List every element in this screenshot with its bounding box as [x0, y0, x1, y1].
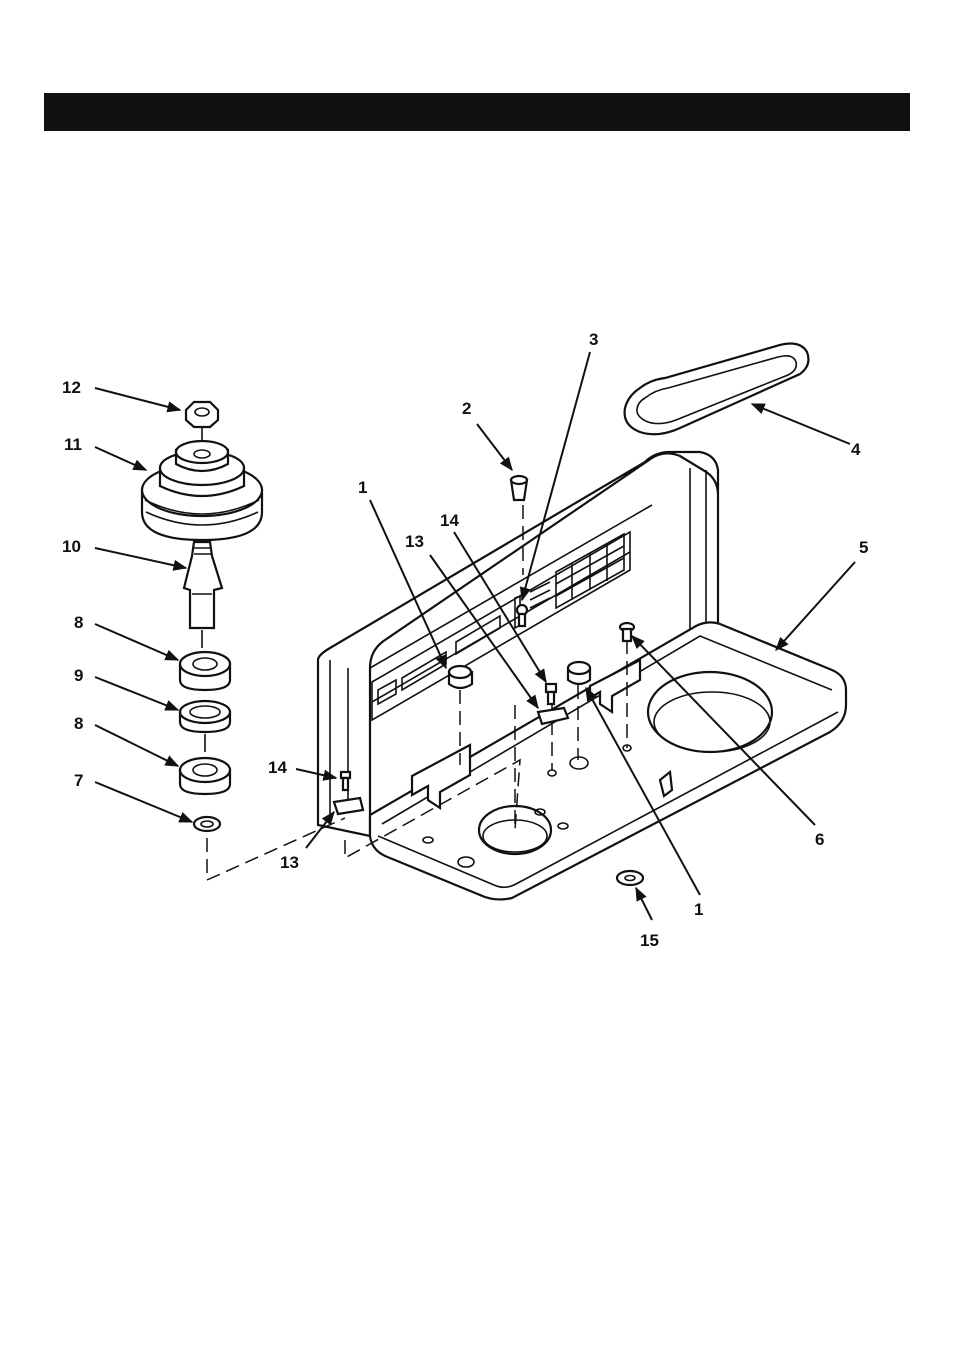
clip-part-13-left: [334, 798, 363, 814]
screw-part-6: [620, 623, 634, 641]
callout-7: 7: [74, 771, 83, 790]
callout-9: 9: [74, 666, 83, 685]
washer-part-15: [617, 871, 643, 885]
callout-5: 5: [859, 538, 868, 557]
speed-chart-icon: [530, 534, 624, 608]
spindle-part-10: [184, 542, 222, 628]
callout-14-left: 14: [268, 758, 287, 777]
callout-6: 6: [815, 830, 824, 849]
bushing-part-1-left: [449, 666, 472, 688]
callout-13-left: 13: [280, 853, 299, 872]
spacer-part-9: [180, 701, 230, 732]
screw-part-14-left: [341, 772, 350, 790]
switch-part-3: [517, 605, 527, 626]
callout-1-right: 1: [694, 900, 703, 919]
screw-part-14-center: [546, 684, 556, 704]
bearing-part-8-lower: [180, 758, 230, 794]
callout-12: 12: [62, 378, 81, 397]
callout-2: 2: [462, 399, 471, 418]
callout-8-upper: 8: [74, 613, 83, 632]
callout-15: 15: [640, 931, 659, 950]
callout-4: 4: [851, 440, 861, 459]
bearing-part-8-upper: [180, 652, 230, 690]
spindle-pulley-stack: [142, 402, 262, 831]
callout-11: 11: [64, 435, 82, 454]
callout-3: 3: [589, 330, 598, 349]
callout-13-center: 13: [405, 532, 424, 551]
retaining-ring-part-7: [194, 817, 220, 831]
callout-14-center: 14: [440, 511, 459, 530]
cap-part-2: [511, 476, 527, 500]
bushing-part-1-right: [568, 662, 590, 684]
drive-belt: [625, 344, 809, 435]
callout-1-left: 1: [358, 478, 367, 497]
callout-8-lower: 8: [74, 714, 83, 733]
callout-10: 10: [62, 537, 81, 556]
nut-part-12: [186, 402, 218, 427]
pulley-part-11: [142, 441, 262, 540]
